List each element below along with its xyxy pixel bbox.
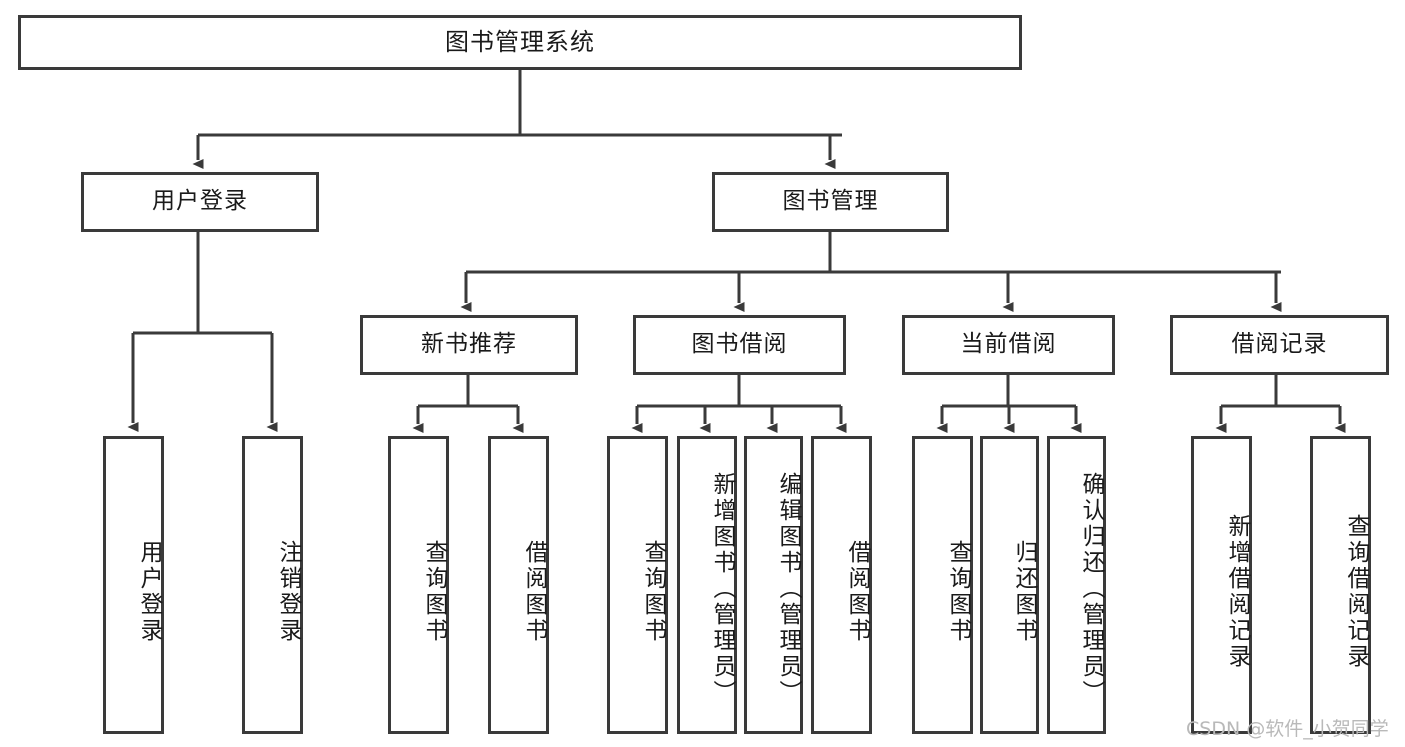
node-leaf-query-book-1[interactable]: 查询图书: [388, 436, 449, 734]
node-leaf-borrow-book-2-label: 借阅图书: [844, 540, 870, 644]
node-new-book-rec[interactable]: 新书推荐: [360, 315, 578, 375]
node-leaf-add-record-label: 新增借阅记录: [1224, 514, 1250, 670]
node-leaf-user-logout-label: 注销登录: [275, 540, 301, 644]
node-leaf-query-book-2[interactable]: 查询图书: [607, 436, 668, 734]
node-leaf-query-record-label: 查询借阅记录: [1343, 514, 1369, 670]
node-book-borrow[interactable]: 图书借阅: [633, 315, 846, 375]
node-leaf-add-book-label: 新增图书（管理员）: [709, 472, 735, 706]
csdn-watermark: CSDN @软件_小贺同学: [1186, 718, 1389, 740]
node-leaf-borrow-book-1-label: 借阅图书: [521, 540, 547, 644]
node-leaf-query-book-2-label: 查询图书: [640, 540, 666, 644]
node-leaf-return-book[interactable]: 归还图书: [980, 436, 1039, 734]
node-leaf-user-login[interactable]: 用户登录: [103, 436, 164, 734]
node-leaf-add-record[interactable]: 新增借阅记录: [1191, 436, 1252, 734]
node-current-borrow[interactable]: 当前借阅: [902, 315, 1115, 375]
node-root-label: 图书管理系统: [445, 28, 595, 57]
node-leaf-user-logout[interactable]: 注销登录: [242, 436, 303, 734]
node-borrow-record[interactable]: 借阅记录: [1170, 315, 1389, 375]
node-leaf-query-record[interactable]: 查询借阅记录: [1310, 436, 1371, 734]
node-book-manage-label: 图书管理: [782, 188, 879, 215]
node-borrow-record-label: 借阅记录: [1231, 331, 1328, 358]
node-leaf-query-book-3-label: 查询图书: [945, 540, 971, 644]
node-user-login[interactable]: 用户登录: [81, 172, 319, 232]
node-current-borrow-label: 当前借阅: [960, 331, 1057, 358]
node-leaf-confirm-return[interactable]: 确认归还（管理员）: [1047, 436, 1106, 734]
node-root[interactable]: 图书管理系统: [18, 15, 1022, 70]
node-leaf-user-login-label: 用户登录: [136, 540, 162, 644]
node-new-book-rec-label: 新书推荐: [421, 331, 517, 358]
node-book-manage[interactable]: 图书管理: [712, 172, 949, 232]
node-leaf-borrow-book-1[interactable]: 借阅图书: [488, 436, 549, 734]
node-leaf-edit-book[interactable]: 编辑图书（管理员）: [744, 436, 803, 734]
node-user-login-label: 用户登录: [152, 188, 248, 215]
node-leaf-add-book[interactable]: 新增图书（管理员）: [677, 436, 737, 734]
node-leaf-query-book-3[interactable]: 查询图书: [912, 436, 973, 734]
node-book-borrow-label: 图书借阅: [691, 331, 788, 358]
node-leaf-return-book-label: 归还图书: [1011, 540, 1037, 644]
node-leaf-query-book-1-label: 查询图书: [421, 540, 447, 644]
node-leaf-borrow-book-2[interactable]: 借阅图书: [811, 436, 872, 734]
node-leaf-confirm-return-label: 确认归还（管理员）: [1078, 472, 1104, 706]
node-leaf-edit-book-label: 编辑图书（管理员）: [775, 472, 801, 706]
